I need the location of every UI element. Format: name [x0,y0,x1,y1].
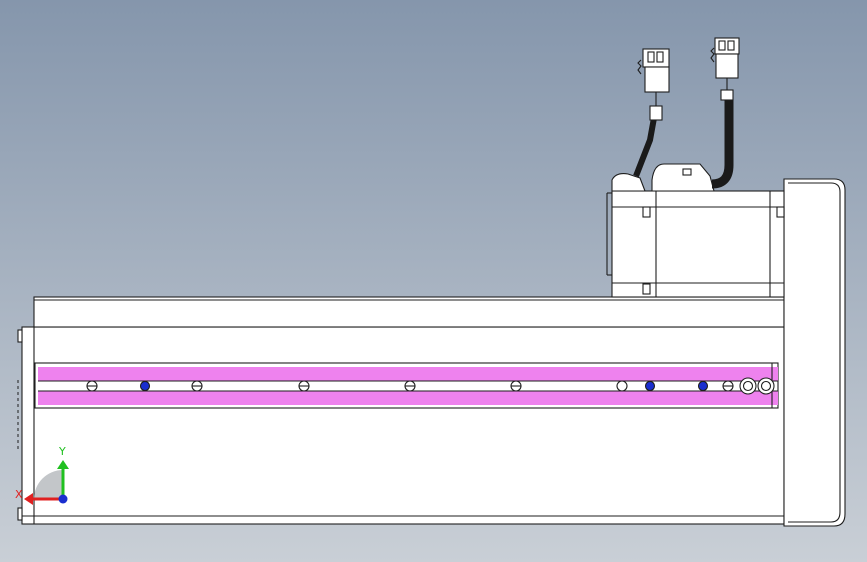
screw-hole [298,380,310,392]
connector-left[interactable] [637,48,670,93]
z-axis-point [58,494,68,504]
screw-hole [86,380,98,392]
top-cover[interactable] [33,296,785,328]
slot-strip-bottom [38,391,778,405]
y-axis-label: Y [58,445,66,458]
screw-hole [616,380,628,392]
screw-hole [191,380,203,392]
x-axis-arrowhead [24,493,33,505]
motor-end-cap[interactable] [783,178,846,527]
cable-left [633,92,663,178]
screw-holes [86,377,775,395]
screw-hole [510,380,522,392]
blue-hole [644,380,656,392]
servo-motor[interactable] [606,163,785,298]
linear-module-body[interactable] [17,326,785,525]
cable-right [711,78,734,189]
bearing-ring [739,377,757,395]
y-axis-arrowhead [57,460,69,469]
blue-hole [139,380,151,392]
axis-triad: Y X [15,445,69,505]
slot-strip-top [38,367,778,381]
screw-hole [404,380,416,392]
connector-right[interactable] [710,37,740,79]
blue-hole [697,380,709,392]
bearing-ring [757,377,775,395]
screw-hole [722,380,734,392]
x-axis-label: X [15,488,23,501]
